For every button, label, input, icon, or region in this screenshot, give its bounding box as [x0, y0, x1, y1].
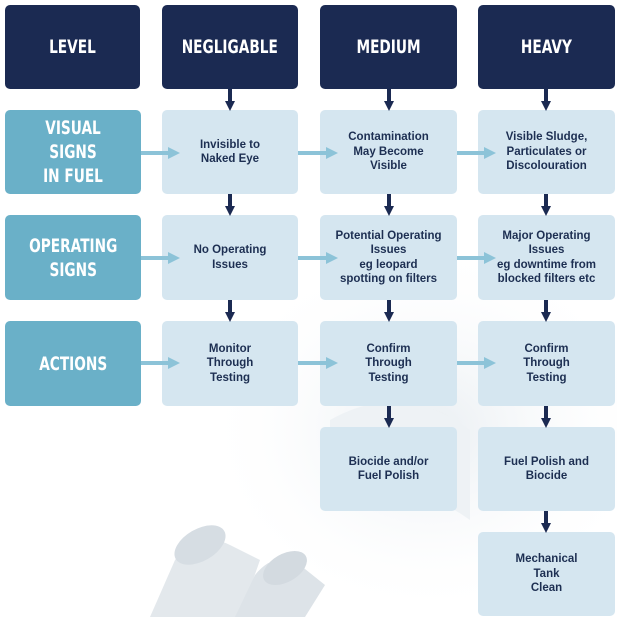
- cell-visual-negligable: Invisible to Naked Eye: [162, 110, 298, 194]
- cell-treatment-medium: Biocide and/or Fuel Polish: [320, 427, 457, 511]
- cell-visual-heavy: Visible Sludge, Particulates or Discolou…: [478, 110, 615, 194]
- row-label-visual-signs: VISUAL SIGNS IN FUEL: [5, 110, 141, 194]
- cell-operating-negligable: No Operating Issues: [162, 215, 298, 300]
- header-medium-label: MEDIUM: [356, 36, 421, 58]
- header-level: LEVEL: [5, 5, 140, 89]
- header-negligable-label: NEGLIGABLE: [181, 36, 279, 58]
- cell-actions-negligable: Monitor Through Testing: [162, 321, 298, 406]
- header-medium: MEDIUM: [320, 5, 457, 89]
- header-level-label: LEVEL: [49, 36, 96, 58]
- row-label-actions-text: ACTIONS: [39, 352, 107, 375]
- header-negligable: NEGLIGABLE: [162, 5, 298, 89]
- header-heavy-label: HEAVY: [521, 36, 572, 58]
- header-heavy: HEAVY: [478, 5, 615, 89]
- row-label-actions: ACTIONS: [5, 321, 141, 406]
- cell-treatment-heavy: Fuel Polish and Biocide: [478, 427, 615, 511]
- cell-tank-clean-heavy: Mechanical Tank Clean: [478, 532, 615, 616]
- cell-visual-medium: Contamination May Become Visible: [320, 110, 457, 194]
- cell-operating-heavy: Major Operating Issues eg downtime from …: [478, 215, 615, 300]
- cell-actions-heavy: Confirm Through Testing: [478, 321, 615, 406]
- row-label-operating-signs-text: OPERATING SIGNS: [28, 234, 118, 281]
- cell-actions-medium: Confirm Through Testing: [320, 321, 457, 406]
- row-label-visual-signs-text: VISUAL SIGNS IN FUEL: [43, 117, 103, 187]
- row-label-operating-signs: OPERATING SIGNS: [5, 215, 141, 300]
- cell-operating-medium: Potential Operating Issues eg leopard sp…: [320, 215, 457, 300]
